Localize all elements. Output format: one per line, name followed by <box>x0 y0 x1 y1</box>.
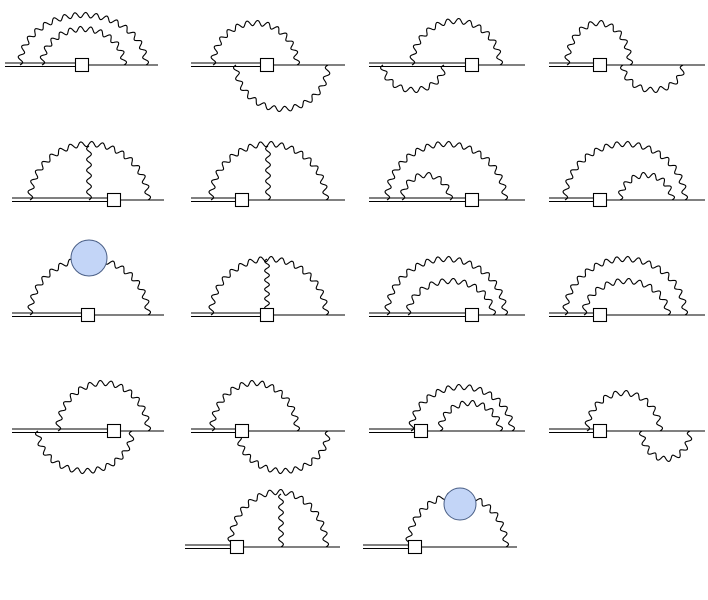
photon-lower-arc <box>638 430 693 462</box>
photon-outer-arc <box>562 140 689 201</box>
vertex-box <box>413 423 429 439</box>
photon-outer-arc <box>408 383 516 432</box>
feynman-diagram <box>191 255 345 323</box>
photon-inner-arc <box>400 172 453 201</box>
feynman-diagram <box>12 239 164 323</box>
vertex-box <box>592 307 608 323</box>
feynman-diagram <box>549 20 705 94</box>
photon-lower-arc <box>620 64 685 94</box>
photon-lower-arc <box>34 430 135 475</box>
feynman-diagram <box>12 140 164 208</box>
photon-inner-arc <box>39 25 128 66</box>
vertex-box <box>106 192 122 208</box>
vertex-box <box>234 423 250 439</box>
photon-vertical-rung <box>265 145 271 201</box>
photon-outer-arc <box>17 11 150 66</box>
photon-arc <box>27 140 152 201</box>
photon-lower-arc <box>234 430 331 475</box>
photon-lower-arc <box>232 64 331 113</box>
photon-arc <box>227 488 330 548</box>
photon-inner-arc <box>618 171 676 201</box>
photon-vertical-rung <box>264 258 270 316</box>
vertex-box <box>592 192 608 208</box>
photon-upper-arc <box>564 20 634 66</box>
photon-upper-arc <box>55 379 152 432</box>
feynman-diagram <box>5 11 158 73</box>
feynman-diagram <box>369 255 525 323</box>
photon-outer-arc <box>562 255 689 316</box>
photon-vertical-rung <box>278 493 284 548</box>
photon-upper-arc <box>409 17 504 66</box>
photon-lower-arc <box>380 64 446 94</box>
vertex-box <box>74 57 90 73</box>
feynman-diagram <box>12 379 164 475</box>
vertex-box <box>464 307 480 323</box>
photon-upper-arc <box>210 19 301 66</box>
vertex-box <box>464 192 480 208</box>
photon-upper-arc <box>584 389 664 432</box>
vertex-box <box>464 57 480 73</box>
feynman-diagram <box>549 140 705 208</box>
self-energy-blob <box>443 487 477 521</box>
vertex-box <box>259 307 275 323</box>
vertex-box <box>234 192 250 208</box>
self-energy-blob <box>70 239 108 277</box>
photon-arc <box>208 140 330 201</box>
photon-inner-arc <box>406 277 496 316</box>
feynman-diagram <box>369 17 525 94</box>
feynman-diagram <box>191 140 345 208</box>
feynman-diagram <box>549 389 705 462</box>
feynman-diagram <box>185 488 340 555</box>
feynman-diagram <box>363 487 517 555</box>
feynman-diagram <box>369 383 525 439</box>
photon-inner-arc <box>582 277 671 316</box>
photon-inner-arc <box>438 399 504 432</box>
photon-vertical-rung <box>86 145 92 201</box>
photon-arc <box>208 255 330 316</box>
photon-outer-arc <box>384 140 509 201</box>
vertex-box <box>592 423 608 439</box>
vertex-box <box>259 57 275 73</box>
feynman-diagram <box>549 255 705 323</box>
photon-outer-arc <box>384 255 509 316</box>
vertex-box <box>80 307 96 323</box>
vertex-box <box>106 423 122 439</box>
feynman-diagram <box>191 19 345 113</box>
vertex-box <box>229 539 245 555</box>
feynman-diagram <box>191 379 345 475</box>
vertex-box <box>592 57 608 73</box>
vertex-box <box>407 539 423 555</box>
photon-upper-arc <box>209 379 301 432</box>
feynman-diagram <box>369 140 525 208</box>
